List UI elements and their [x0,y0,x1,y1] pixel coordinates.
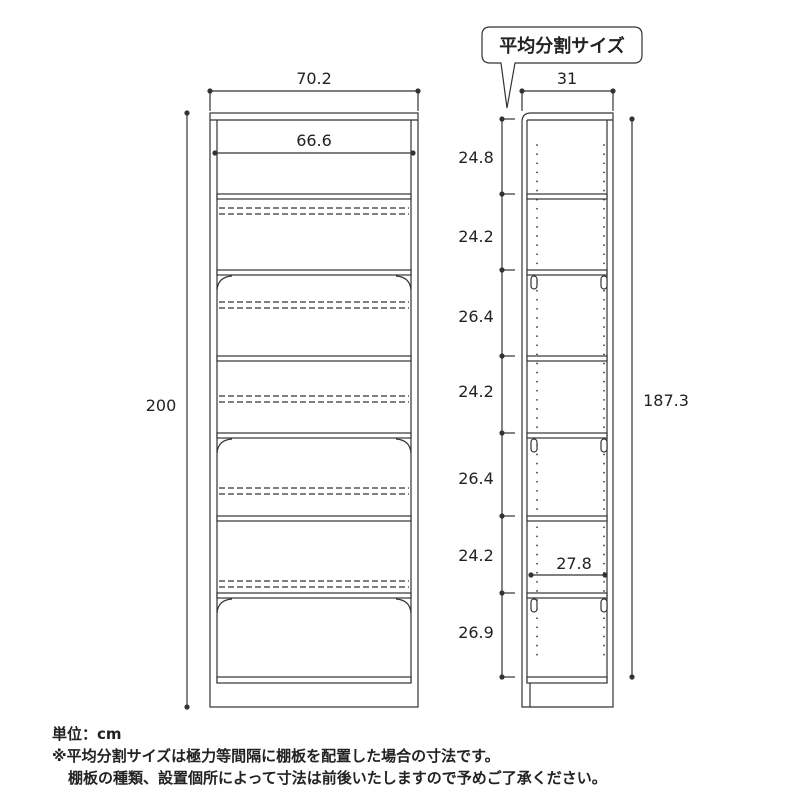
front-shelf-2 [216,269,412,276]
side-shelf-5 [526,515,608,522]
front-bottom-board [216,676,412,684]
side-view: 平均分割サイズ 31 27.8 [458,26,689,708]
front-shelf-1 [216,193,412,200]
callout-bubble [481,26,643,109]
side-inner-height-endpoint-top [629,116,635,122]
variation-disclaimer-note: 棚板の種類、設置個所によって寸法は前後いたしますので予めご了承ください。 [68,769,607,787]
side-shelf-6 [526,592,608,599]
shelf-spacing-point-6 [499,513,505,519]
shelf-spacing-label-1: 24.8 [458,148,494,167]
shelf-spacing-label-4: 24.2 [458,382,494,401]
callout-label: 平均分割サイズ [499,35,624,57]
side-shelf-4-support-pin-front [530,438,538,453]
side-shelf-2-support-pin-back [600,275,608,290]
shelf-spacing-point-2 [499,191,505,197]
average-division-note: ※平均分割サイズは極力等間隔に棚板を配置した場合の寸法です。 [52,747,500,765]
front-inner-width-endpoint-right [410,150,416,156]
shelf-depth-endpoint-front [528,572,534,578]
front-shelf-5 [216,515,412,522]
side-bottom-board [526,676,608,684]
front-shelves [216,193,412,614]
side-shelf-2-support-pin-front [530,275,538,290]
side-shelf-1 [526,193,608,200]
shelf-spacing-dimension-chain: 24.8 24.2 26.4 24.2 26.4 24.2 26.9 [458,116,515,680]
shelf-spacing-point-8 [499,674,505,680]
front-inner-width-endpoint-left [212,150,218,156]
side-shelves [526,193,608,613]
side-shelf-6-support-pin-back [600,598,608,613]
shelf-spacing-label-5: 26.4 [458,469,494,488]
front-cabinet-outline [209,112,419,708]
front-shelf-3 [216,355,412,362]
shelf-depth-label: 27.8 [556,554,592,573]
notes: 単位：cm ※平均分割サイズは極力等間隔に棚板を配置した場合の寸法です。 棚板の… [52,725,607,787]
front-width-endpoint-left [207,88,213,94]
side-cabinet [521,112,614,708]
front-shelf-4 [216,432,412,439]
side-shelf-6-support-pin-front [530,598,538,613]
shelf-spacing-point-7 [499,590,505,596]
side-inner-height-endpoint-bottom [629,674,635,680]
side-inner-height-label: 187.3 [643,391,689,410]
shelf-spacing-point-3 [499,267,505,273]
side-depth-endpoint-back [610,88,616,94]
side-depth-dimension: 31 [519,69,616,111]
shelf-spacing-label-6: 24.2 [458,546,494,565]
shelf-spacing-point-1 [499,116,505,122]
front-shelf-6-curve-right [395,598,412,614]
shelf-spacing-label-2: 24.2 [458,227,494,246]
unit-note: 単位：cm [52,725,122,743]
front-cabinet [209,112,419,708]
front-view: 70.2 200 66.6 [146,69,421,710]
shelf-spacing-label-3: 26.4 [458,307,494,326]
side-panel-outline [521,112,614,708]
front-shelf-4-curve-left [216,438,233,454]
side-shelf-4-support-pin-back [600,438,608,453]
front-height-dimension: 200 [146,110,190,710]
side-depth-endpoint-front [519,88,525,94]
side-shelf-2 [526,269,608,276]
front-width-endpoint-right [415,88,421,94]
average-division-callout: 平均分割サイズ [481,26,643,109]
front-width-dimension: 70.2 [207,69,421,111]
shelf-spacing-point-5 [499,430,505,436]
front-shelf-2-curve-right [395,275,412,291]
front-inner-width-dimension: 66.6 [212,131,416,156]
front-shelf-6-curve-left [216,598,233,614]
shelf-spacing-point-4 [499,353,505,359]
front-shelf-6 [216,592,412,599]
shelf-depth-endpoint-back [602,572,608,578]
side-depth-label: 31 [557,69,577,88]
shelf-spacing-label-7: 26.9 [458,623,494,642]
front-height-label: 200 [146,396,177,415]
shelf-depth-dimension: 27.8 [528,554,608,578]
side-shelf-3 [526,355,608,362]
front-shelf-2-curve-left [216,275,233,291]
side-inner-height-dimension: 187.3 [629,116,689,680]
side-shelf-4 [526,432,608,439]
front-height-endpoint-top [184,110,190,116]
front-height-endpoint-bottom [184,704,190,710]
front-shelf-4-curve-right [395,438,412,454]
front-width-label: 70.2 [296,69,332,88]
front-inner-width-label: 66.6 [296,131,332,150]
